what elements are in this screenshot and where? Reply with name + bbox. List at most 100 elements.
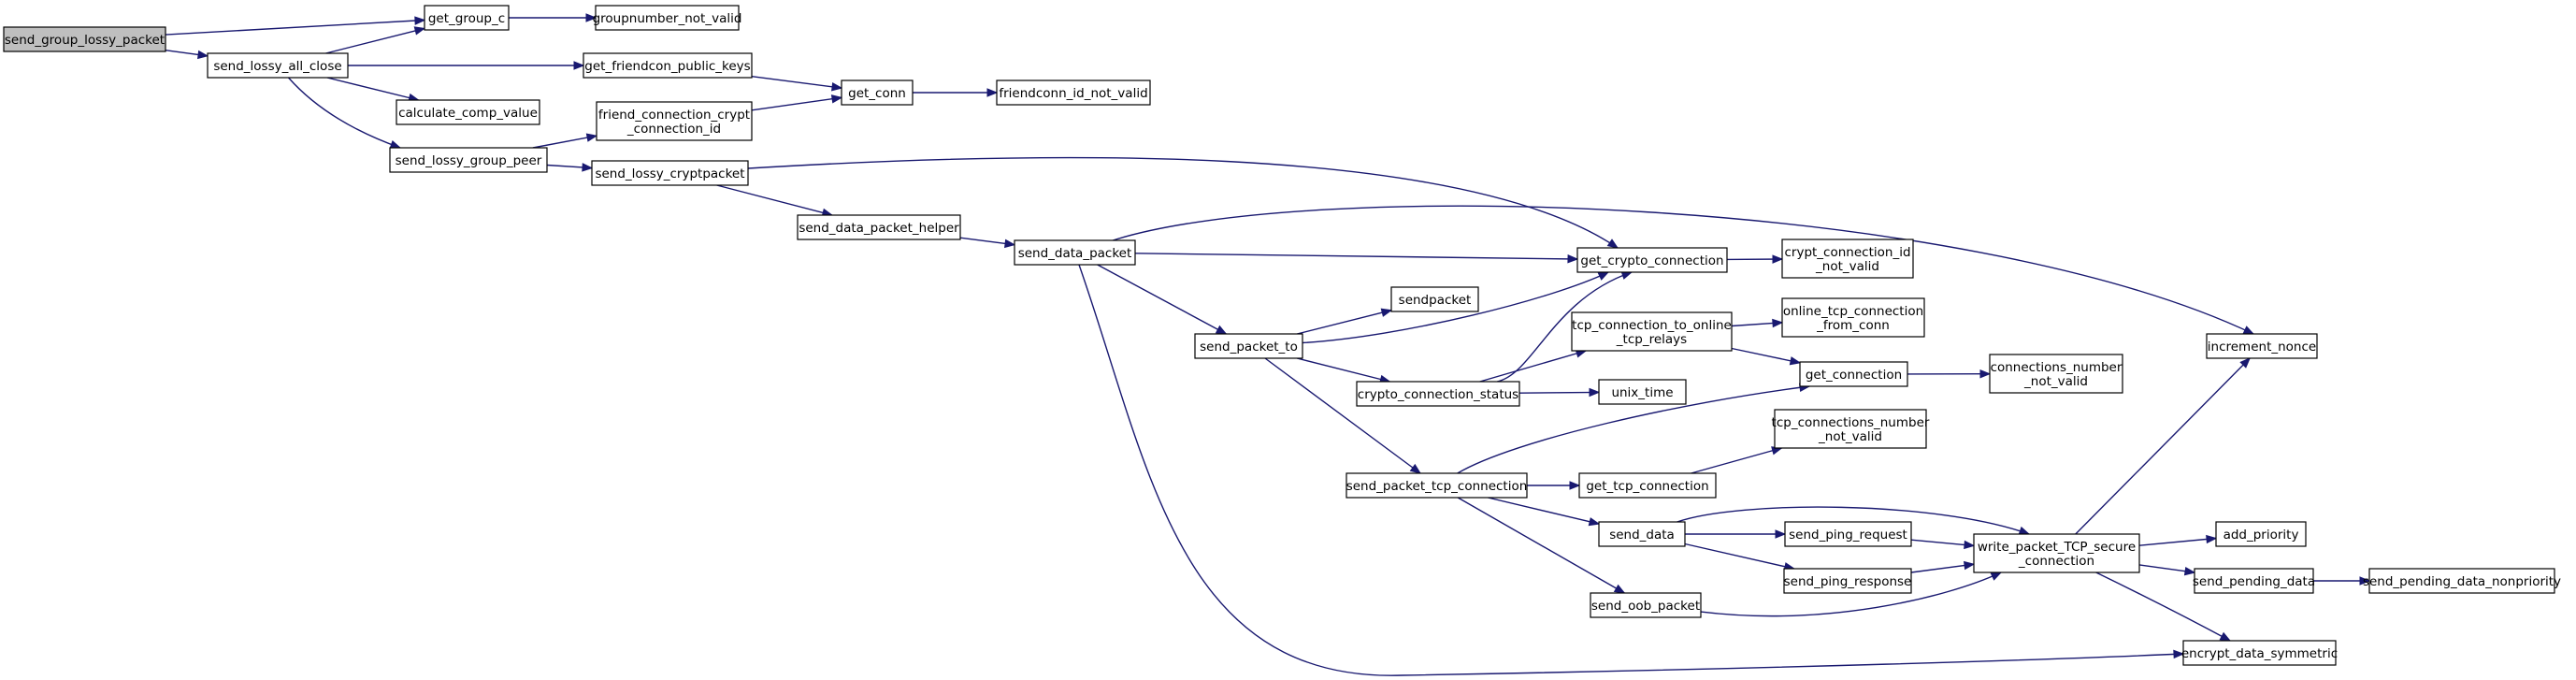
node-send-pending-data-nonpriority[interactable]: send_pending_data_nonpriority (2363, 568, 2561, 594)
edge-line (1296, 357, 1390, 383)
edge-line (2095, 571, 2231, 642)
edge-line (326, 77, 419, 101)
node-send-data-packet-helper[interactable]: send_data_packet_helper (797, 214, 961, 240)
edge-arrowhead (1380, 308, 1393, 317)
node-label: add_priority (2223, 528, 2299, 543)
edge-line (1112, 205, 2254, 335)
node-groupnumber-not-valid[interactable]: groupnumber_not_valid (593, 5, 742, 31)
edge-arrowhead (1772, 254, 1784, 264)
edge-line (287, 77, 401, 149)
node-label: send_lossy_all_close (213, 59, 341, 74)
edge-line (1691, 447, 1782, 474)
edge-arrowhead (2206, 534, 2218, 544)
node-sendpacket[interactable]: sendpacket (1390, 286, 1479, 312)
edge-arrowhead (1979, 369, 1992, 379)
edge-line (1488, 497, 1600, 525)
edge-send-lossy-group-peer-to-send-lossy-cryptpacket (546, 163, 594, 172)
node-encrypt-data-symmetric[interactable]: encrypt_data_symmetric (2181, 640, 2338, 666)
edge-arrowhead (585, 13, 597, 22)
node-get-tcp-connection[interactable]: get_tcp_connection (1578, 472, 1717, 499)
node-online-tcp-connection-from-conn[interactable]: online_tcp_connection_from_conn (1781, 297, 1925, 338)
node-box (1781, 239, 1914, 279)
node-send-lossy-all-close[interactable]: send_lossy_all_close (207, 52, 349, 79)
node-box (1571, 311, 1733, 352)
edge-arrowhead (1990, 571, 2003, 581)
edge-line (1677, 506, 2030, 535)
node-send-ping-response[interactable]: send_ping_response (1783, 568, 1912, 594)
node-friend-connection-crypt-connection-id[interactable]: friend_connection_crypt_connection_id (596, 101, 753, 141)
edge-arrowhead (582, 163, 594, 172)
node-unix-time[interactable]: unix_time (1598, 379, 1687, 405)
edge-tcp-connection-to-online-tcp-relays-to-online-tcp-connection-from-conn (1731, 318, 1784, 328)
node-label: send_lossy_group_peer (396, 153, 542, 168)
node-label: get_connection (1806, 368, 1902, 383)
node-get-crypto-connection[interactable]: get_crypto_connection (1576, 247, 1728, 273)
node-add-priority[interactable]: add_priority (2215, 521, 2307, 547)
edge-arrowhead (1588, 517, 1601, 527)
node-send-lossy-cryptpacket[interactable]: send_lossy_cryptpacket (591, 160, 749, 186)
edge-send-packet-to-to-crypto-connection-status (1296, 357, 1391, 383)
edge-send-ping-response-to-write-packet-tcp-secure-connection (1910, 560, 1976, 573)
node-box (1590, 592, 1702, 618)
edge-arrowhead (2219, 631, 2232, 642)
node-label: friendconn_id_not_valid (999, 86, 1147, 101)
node-get-group-c[interactable]: get_group_c (424, 5, 510, 31)
node-box (207, 52, 349, 79)
edge-send-data-packet-helper-to-send-data-packet (959, 237, 1016, 249)
node-get-connection[interactable]: get_connection (1799, 361, 1908, 387)
node-send-data[interactable]: send_data (1598, 521, 1686, 547)
node-get-friendcon-public-keys[interactable]: get_friendcon_public_keys (583, 52, 753, 79)
node-send-lossy-group-peer[interactable]: send_lossy_group_peer (389, 147, 548, 173)
node-send-group-lossy-packet[interactable]: send_group_lossy_packet (3, 26, 166, 52)
edge-write-packet-tcp-secure-connection-to-increment-nonce (2075, 357, 2252, 535)
edge-line (1684, 543, 1794, 570)
node-send-packet-tcp-connection[interactable]: send_packet_tcp_connection (1346, 472, 1528, 499)
node-label: send_data (1609, 528, 1675, 543)
edge-line (751, 76, 842, 89)
edge-send-packet-tcp-connection-to-send-data (1488, 497, 1601, 527)
node-calculate-comp-value[interactable]: calculate_comp_value (396, 99, 540, 125)
edge-line (325, 27, 425, 54)
edge-arrowhead (573, 61, 585, 70)
edge-arrowhead (2183, 567, 2196, 576)
node-friendconn-id-not-valid[interactable]: friendconn_id_not_valid (996, 80, 1151, 106)
node-write-packet-tcp-secure-connection[interactable]: write_packet_TCP_secure_connection (1973, 533, 2140, 573)
edge-send-oob-packet-to-write-packet-tcp-secure-connection (1700, 571, 2003, 617)
node-send-oob-packet[interactable]: send_oob_packet (1590, 592, 1702, 618)
edge-arrowhead (1589, 387, 1601, 398)
edge-tcp-connection-to-online-tcp-relays-to-get-connection (1731, 347, 1802, 366)
edge-send-packet-to-to-sendpacket (1297, 308, 1393, 335)
node-tcp-connections-number-not-valid[interactable]: tcp_connections_number_not_valid (1772, 409, 1930, 449)
node-send-packet-to[interactable]: send_packet_to (1194, 333, 1303, 359)
node-box (1799, 361, 1908, 387)
node-box (1194, 333, 1303, 359)
edge-line (1518, 391, 1600, 394)
node-increment-nonce[interactable]: increment_nonce (2206, 333, 2318, 359)
edge-line (1457, 497, 1625, 594)
edge-arrowhead (830, 94, 843, 104)
node-connections-number-not-valid[interactable]: connections_number_not_valid (1989, 354, 2123, 394)
node-send-data-packet[interactable]: send_data_packet (1014, 239, 1136, 266)
edge-arrowhead (389, 140, 402, 149)
edge-arrowhead (2239, 357, 2252, 369)
node-box (389, 147, 548, 173)
node-label: friend_connection_crypt (598, 108, 750, 123)
edge-arrowhead (1215, 325, 1228, 335)
node-crypto-connection-status[interactable]: crypto_connection_status (1356, 381, 1520, 407)
node-label: send_group_lossy_packet (5, 33, 165, 48)
edge-send-lossy-group-peer-to-friend-connection-crypt-connection-id (532, 133, 598, 149)
node-box (1781, 297, 1925, 338)
edge-get-tcp-connection-to-tcp-connections-number-not-valid (1691, 446, 1783, 474)
node-send-pending-data[interactable]: send_pending_data (2193, 568, 2315, 594)
node-label: send_oob_packet (1591, 599, 1700, 614)
node-crypt-connection-id-not-valid[interactable]: crypt_connection_id_not_valid (1781, 239, 1914, 279)
edge-get-group-c-to-groupnumber-not-valid (509, 13, 597, 22)
node-get-conn[interactable]: get_conn (841, 80, 914, 106)
edge-line (1078, 264, 2184, 676)
node-tcp-connection-to-online-tcp-relays[interactable]: tcp_connection_to_online_tcp_relays (1571, 311, 1733, 352)
edge-get-crypto-connection-to-crypt-connection-id-not-valid (1726, 254, 1784, 264)
node-send-ping-request[interactable]: send_ping_request (1784, 521, 1912, 547)
node-box (3, 26, 166, 52)
node-box (396, 99, 540, 125)
node-box (1774, 409, 1927, 449)
